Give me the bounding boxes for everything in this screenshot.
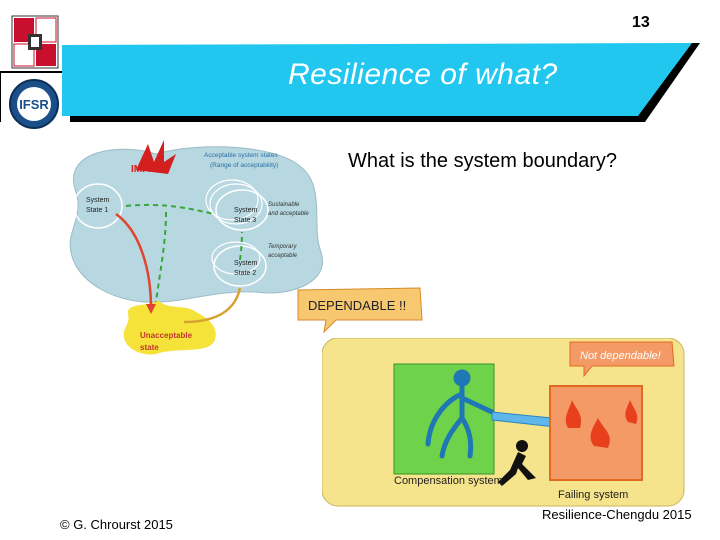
acceptable-states-label: Acceptable system states (204, 152, 278, 159)
dashed-arrow-to-state3 (125, 203, 215, 215)
title-banner (0, 43, 700, 122)
fire-icon (565, 400, 638, 448)
conference-footer: Resilience-Chengdu 2015 (542, 507, 692, 522)
impact-burst-icon (136, 140, 176, 174)
ifsr-logo-text: IFSR (19, 97, 49, 112)
state-2-line2: State 2 (234, 270, 256, 277)
not-dependable-label: Not dependable! (580, 350, 661, 362)
dependable-label: DEPENDABLE !! (308, 298, 406, 313)
dependable-callout: DEPENDABLE !! (297, 287, 423, 334)
compensation-label: Compensation system (394, 475, 503, 487)
state-1-circle (73, 183, 123, 229)
system-state-diagram: IMPACT Acceptable system states (Range o… (69, 140, 324, 355)
state-1-line1: System (86, 197, 110, 204)
range-label: (Range of acceptability) (210, 162, 278, 169)
unacceptable-line1: Unacceptable (140, 331, 193, 340)
not-dependable-callout (569, 341, 675, 378)
firefighter-icon (425, 369, 495, 459)
impact-label: IMPACT (131, 164, 169, 175)
impact-arrow (115, 212, 153, 309)
recovery-arrow (183, 287, 242, 324)
sustainable-line2: and acceptable (268, 211, 309, 217)
acceptable-states-region (69, 146, 324, 303)
temporary-line1: Temporary (268, 244, 297, 250)
slide-title: Resilience of what? (288, 58, 558, 91)
unacceptable-line2: state (140, 343, 159, 352)
compensation-panel: Not dependable! Compensation system Fail… (322, 338, 685, 507)
question-text: What is the system boundary? (348, 150, 618, 172)
temporary-line2: acceptable (268, 253, 298, 259)
unacceptable-state-region (123, 300, 216, 355)
state-2-line1: System (234, 260, 258, 267)
state-1-line2: State 1 (86, 207, 108, 214)
state-3-line2: State 3 (234, 217, 256, 224)
dashed-arrow-down (155, 211, 167, 303)
state-3-circle (215, 189, 269, 231)
state-3-line1: System (234, 207, 258, 214)
slide-number: 13 (632, 14, 650, 31)
ifsr-logo: IFSR (9, 79, 59, 129)
failing-label: Failing system (558, 489, 628, 501)
university-crest-icon (11, 15, 59, 69)
running-person-icon (498, 440, 536, 486)
state-2-circle (213, 245, 267, 287)
sustainable-line1: Sustainable (268, 202, 300, 208)
copyright-footer: © G. Chrourst 2015 (60, 517, 173, 532)
